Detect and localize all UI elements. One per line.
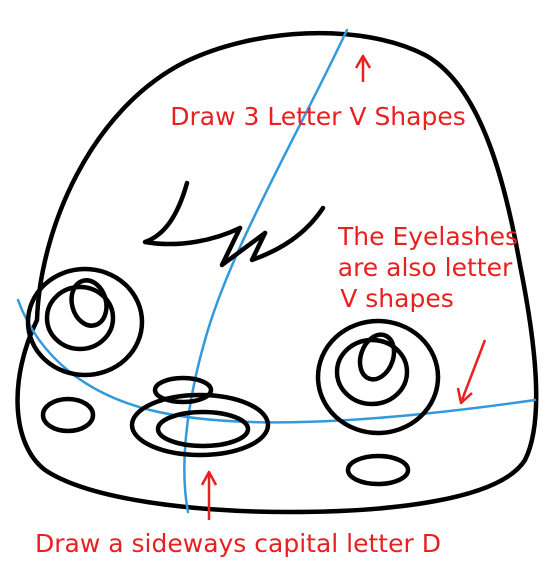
right-eye-iris [334,337,410,407]
arrow-to-hair [354,54,372,82]
right-cheek [345,453,411,487]
right-eye-outer [315,318,441,436]
arrow-to-mouth [200,470,218,520]
mouth-outer [129,392,271,458]
left-cheek [40,396,96,434]
hair-spike-inner-left [318,24,342,48]
nose [152,375,214,405]
annotation-top: Draw 3 Letter V Shapes [170,102,466,131]
left-eye-iris [44,284,116,352]
left-eye-pupil [69,278,109,328]
eyelid-v-right [249,205,326,263]
annotation-right-line1: The Eyelashes [337,222,518,251]
right-eye-pupil [357,332,397,382]
head-outline [15,30,539,515]
mouth-inner [155,409,251,449]
annotation-right-line3: V shapes [340,284,454,313]
arrow-to-eyelashes [456,339,487,405]
vertical-guide-line [183,28,349,514]
upper-eyelid-line [142,180,243,247]
right-eyelashes [424,417,458,452]
horizontal-guide-line [16,298,537,424]
eyelid-v-left [219,225,268,268]
left-eye-outer [25,266,145,378]
annotation-right-line2: are also letter [338,253,513,282]
annotation-bottom: Draw a sideways capital letter D [35,529,441,558]
